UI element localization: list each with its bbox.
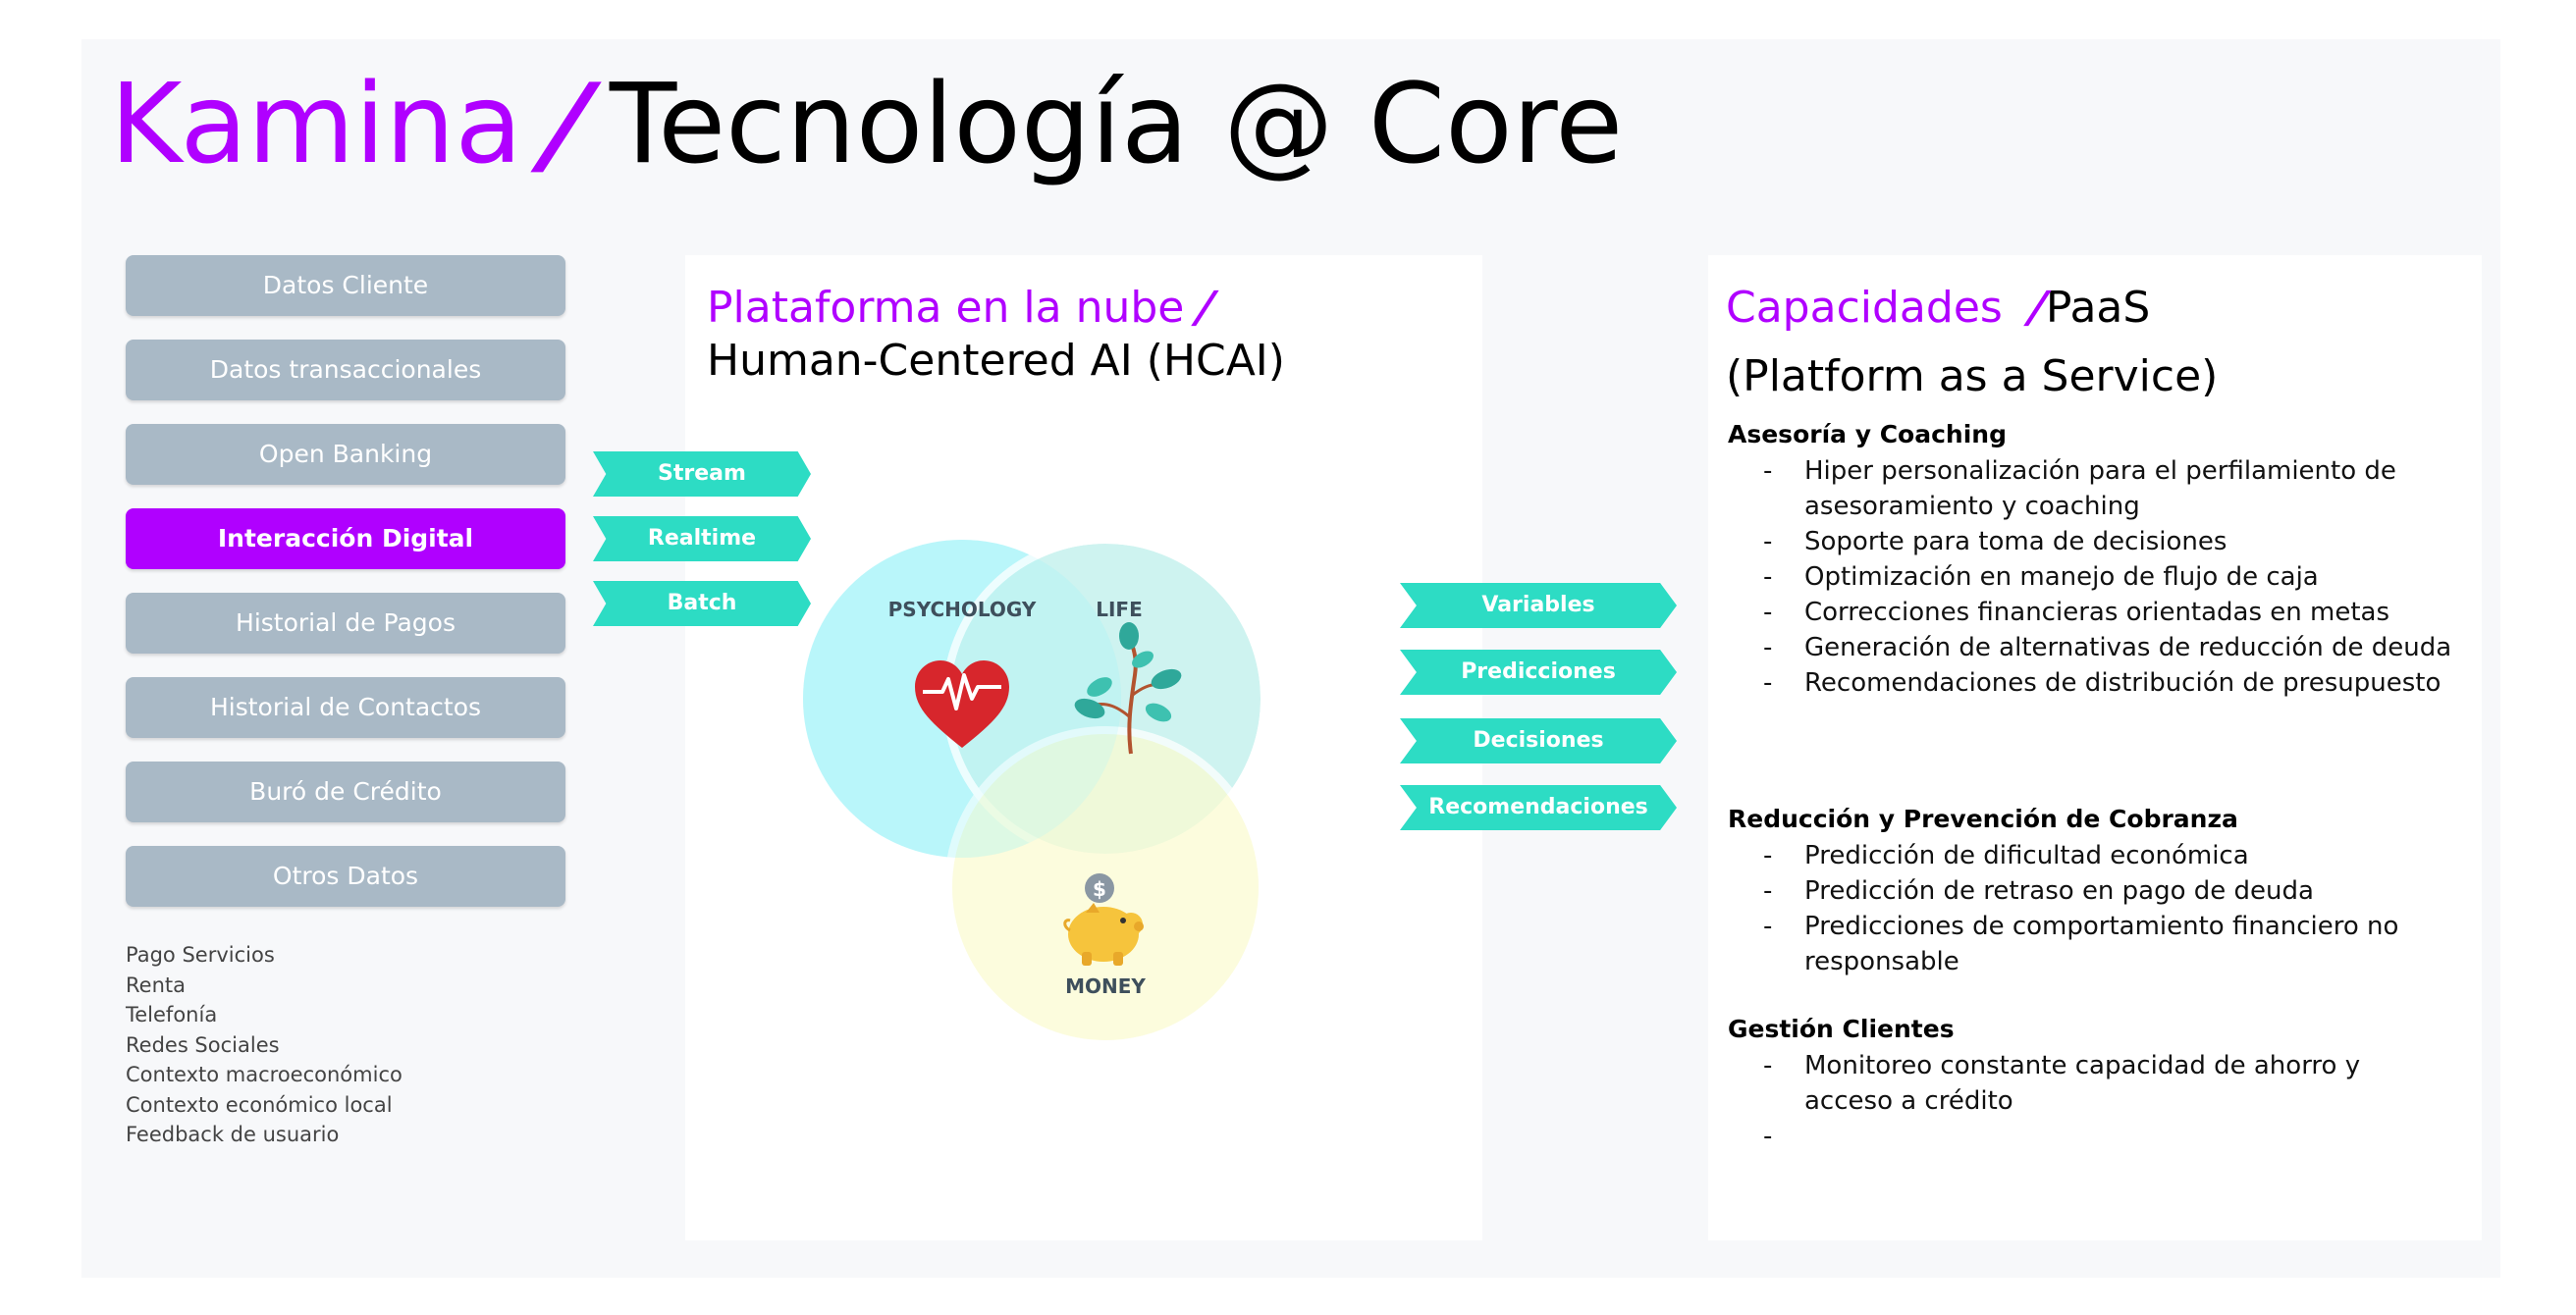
list-item: Feedback de usuario <box>126 1123 340 1146</box>
capabilities-title-paas: PaaS <box>2045 283 2151 333</box>
capabilities-panel <box>1708 255 2482 1240</box>
capabilities-title: Capacidades /PaaS <box>1726 281 2150 336</box>
list-item: -Soporte para toma de decisiones <box>1763 527 2227 556</box>
output-recomendaciones: Recomendaciones <box>1400 785 1677 830</box>
venn-label-psychology: PSYCHOLOGY <box>888 598 1037 621</box>
list-item: Pago Servicios <box>126 943 275 967</box>
section-heading-cobranza: Reducción y Prevención de Cobranza <box>1728 805 2238 833</box>
list-item: -Predicción de dificultad económica <box>1763 841 2249 870</box>
pill-historial-contactos[interactable]: Historial de Contactos <box>126 677 565 738</box>
section-list-gestion: -Monitoreo constante capacidad de ahorro… <box>1728 1048 2454 1151</box>
other-data-list: Pago Servicios Renta Telefonía Redes Soc… <box>126 940 402 1150</box>
section-list-asesoria: -Hiper personalización para el perfilami… <box>1728 453 2454 701</box>
pill-buro-credito[interactable]: Buró de Crédito <box>126 762 565 822</box>
venn-label-money: MONEY <box>1065 974 1146 998</box>
capabilities-title-accent: Capacidades <box>1726 283 2003 333</box>
capabilities-subtitle: (Platform as a Service) <box>1726 351 2219 401</box>
heart-icon <box>915 660 1009 748</box>
list-item: -Generación de alternativas de reducción… <box>1763 633 2452 662</box>
page-title: Kamina/Tecnología @ Core <box>110 51 1623 198</box>
input-stream: Stream <box>593 451 811 497</box>
pill-open-banking[interactable]: Open Banking <box>126 424 565 485</box>
title-slash: / <box>538 61 597 188</box>
pill-historial-pagos[interactable]: Historial de Pagos <box>126 593 565 654</box>
list-item: -Optimización en manejo de flujo de caja <box>1763 562 2319 592</box>
pill-interaccion-digital[interactable]: Interacción Digital <box>126 508 565 569</box>
venn-diagram: PSYCHOLOGY LIFE MONEY $ <box>803 536 1268 1048</box>
platform-subtitle: Human-Centered AI (HCAI) <box>707 336 1285 386</box>
list-item: -Predicciones de comportamiento financie… <box>1763 912 2399 976</box>
pill-datos-transaccionales[interactable]: Datos transaccionales <box>126 340 565 400</box>
platform-title-accent: Plataforma en la nube <box>707 283 1185 333</box>
title-text: Tecnología @ Core <box>609 61 1624 188</box>
input-batch: Batch <box>593 581 811 626</box>
coin-symbol: $ <box>1093 877 1106 901</box>
list-item: -Monitoreo constante capacidad de ahorro… <box>1763 1051 2361 1116</box>
list-item: Renta <box>126 973 186 997</box>
list-item: -Hiper personalización para el perfilami… <box>1763 456 2396 521</box>
section-heading-gestion: Gestión Clientes <box>1728 1015 1955 1043</box>
list-item: -Recomendaciones de distribución de pres… <box>1763 668 2442 698</box>
output-predicciones: Predicciones <box>1400 650 1677 695</box>
list-item: Redes Sociales <box>126 1032 280 1057</box>
output-variables: Variables <box>1400 583 1677 628</box>
brand-name: Kamina <box>110 61 522 188</box>
list-item: Contexto macroeconómico <box>126 1063 402 1086</box>
platform-title-line1: Plataforma en la nube / <box>707 281 1217 336</box>
piggy-bank-icon: $ <box>1063 873 1144 966</box>
list-item: -Correcciones financieras orientadas en … <box>1763 598 2390 627</box>
output-decisiones: Decisiones <box>1400 718 1677 763</box>
pill-datos-cliente[interactable]: Datos Cliente <box>126 255 565 316</box>
section-heading-asesoria: Asesoría y Coaching <box>1728 420 2007 448</box>
plant-icon <box>1074 622 1182 755</box>
input-realtime: Realtime <box>593 516 811 561</box>
section-list-cobranza: -Predicción de dificultad económica -Pre… <box>1728 838 2454 979</box>
list-item: Contexto económico local <box>126 1092 393 1117</box>
venn-label-life: LIFE <box>1096 598 1143 621</box>
pill-otros-datos[interactable]: Otros Datos <box>126 846 565 907</box>
list-item: Telefonía <box>126 1003 218 1026</box>
list-item: -Predicción de retraso en pago de deuda <box>1763 876 2314 906</box>
